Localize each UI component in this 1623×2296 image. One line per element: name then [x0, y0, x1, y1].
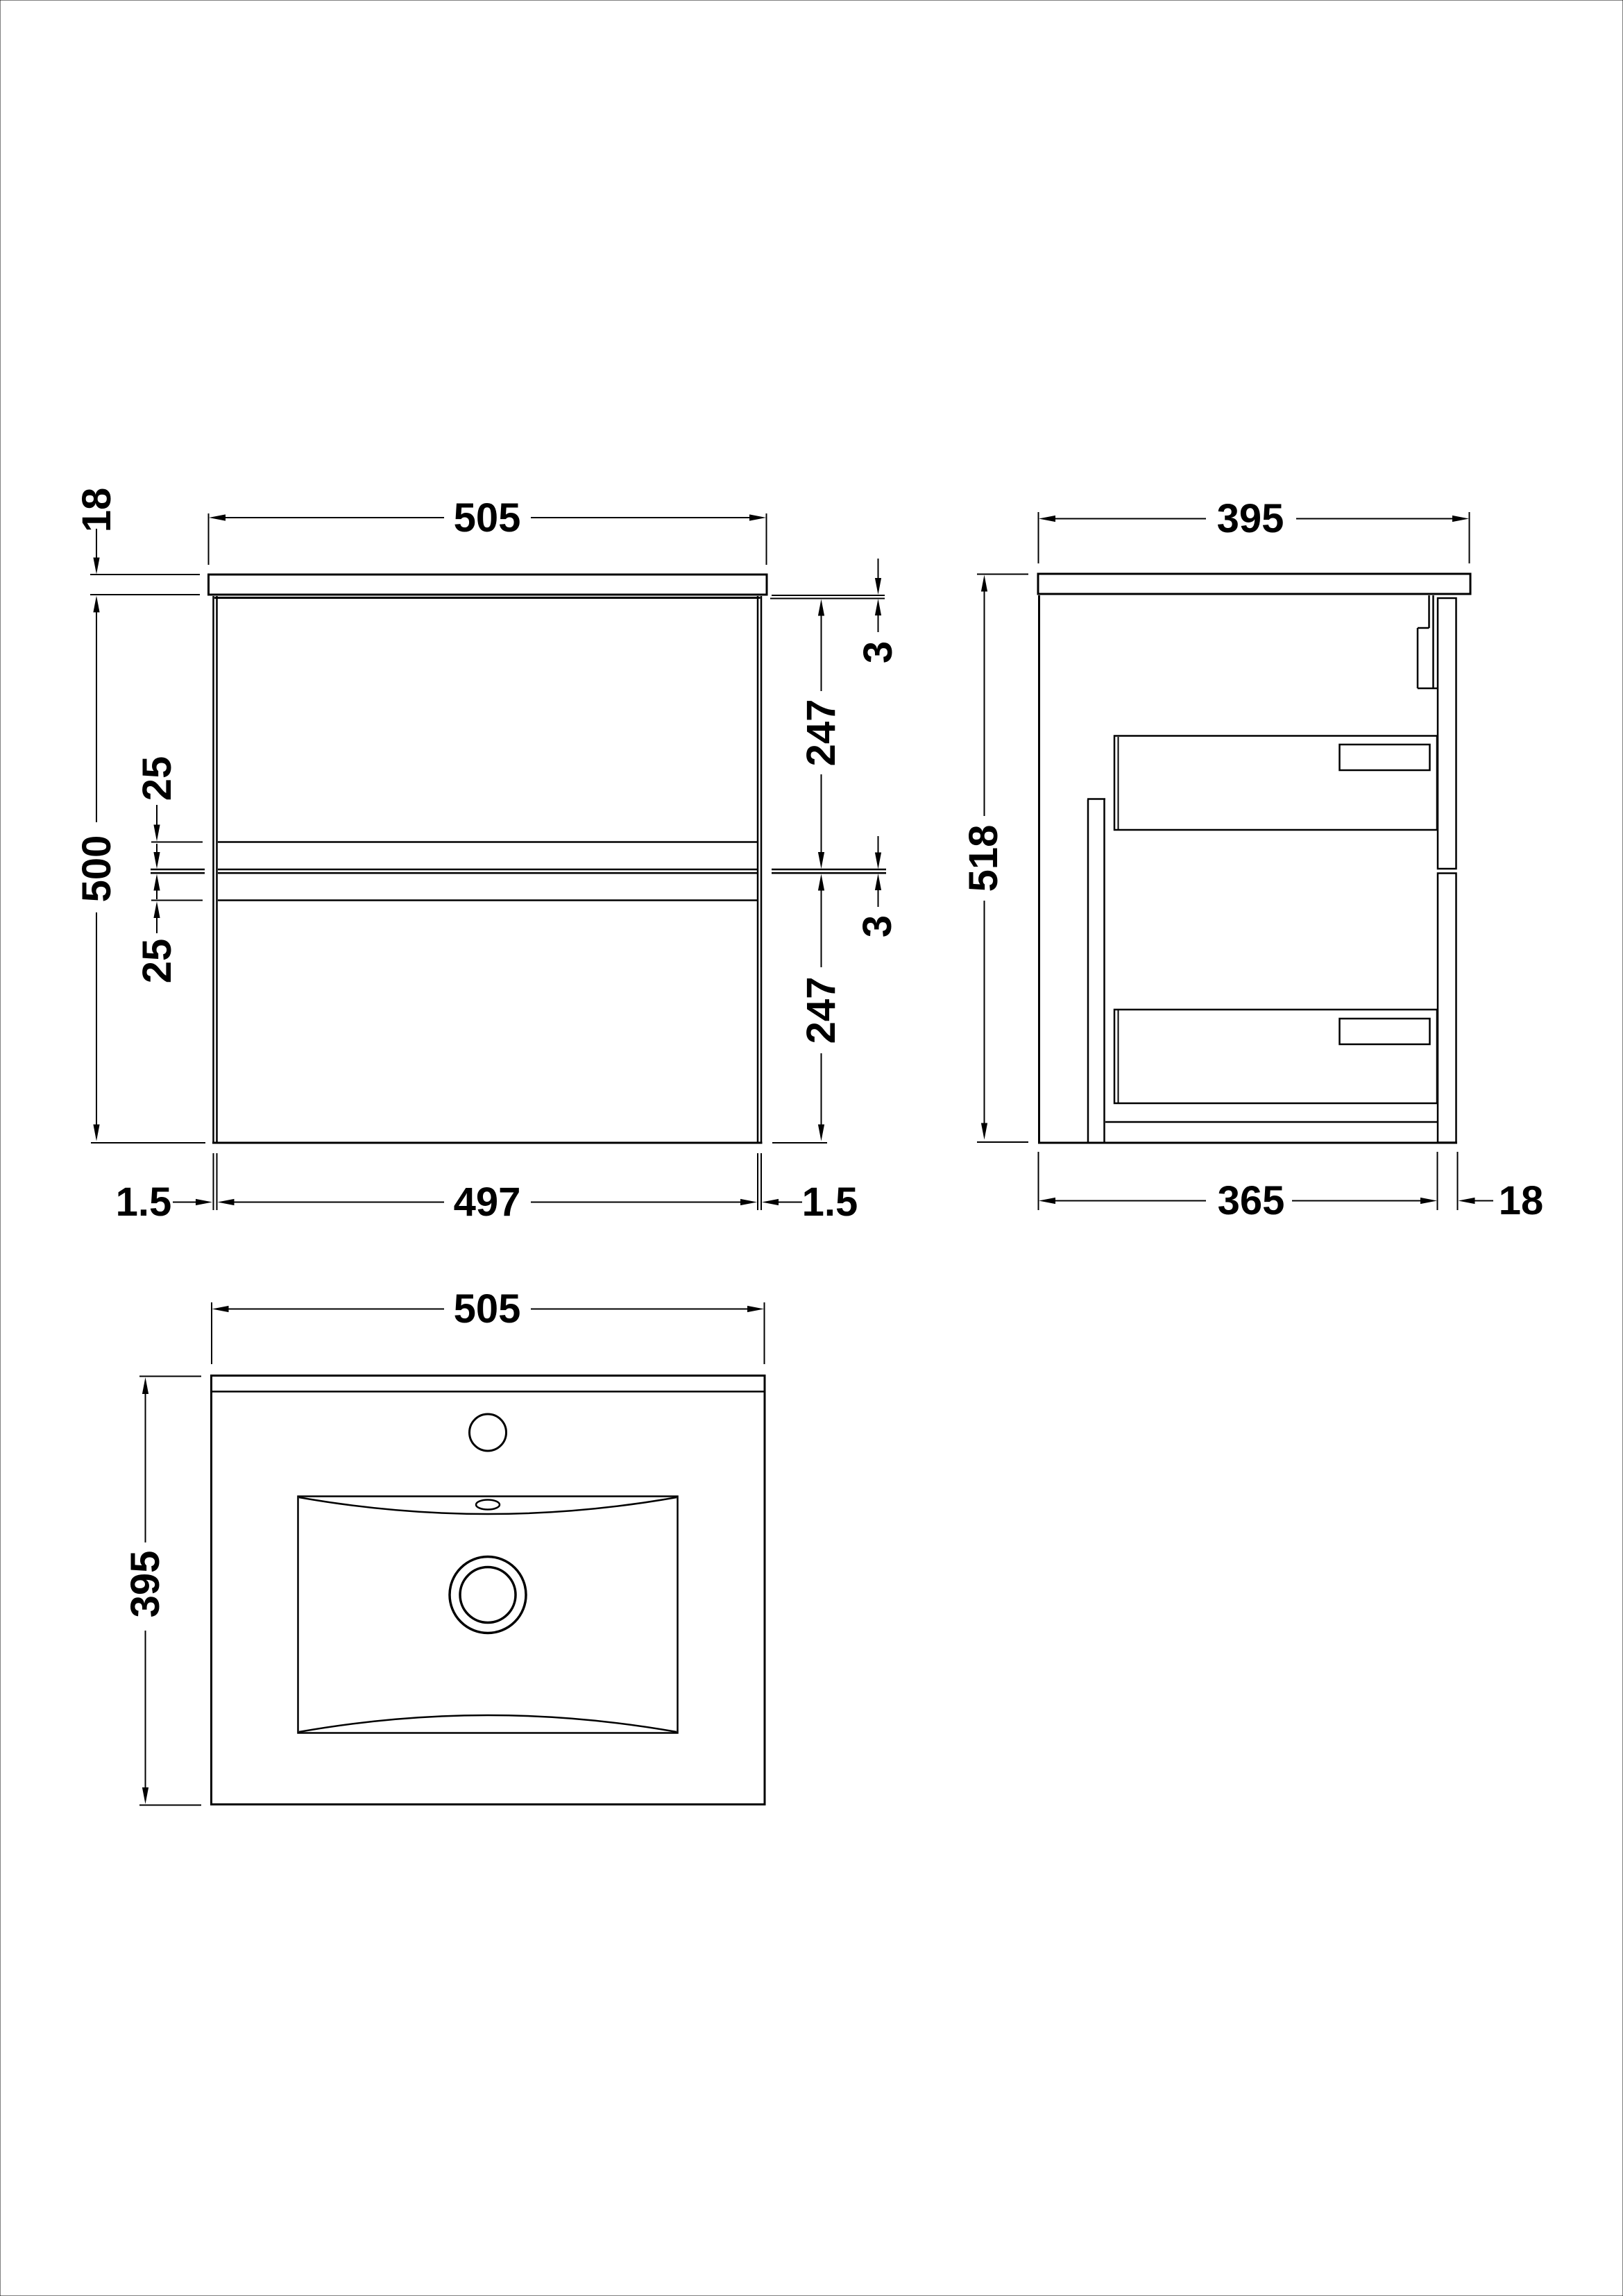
svg-text:247: 247	[799, 699, 844, 767]
svg-text:3: 3	[856, 641, 901, 663]
svg-text:25: 25	[135, 939, 180, 984]
svg-text:518: 518	[961, 825, 1006, 892]
svg-text:395: 395	[1217, 496, 1284, 541]
svg-text:247: 247	[799, 977, 844, 1044]
svg-text:500: 500	[74, 835, 119, 903]
svg-text:18: 18	[74, 488, 119, 533]
svg-text:3: 3	[855, 915, 900, 937]
svg-text:395: 395	[123, 1551, 168, 1618]
svg-text:1.5: 1.5	[116, 1180, 172, 1225]
svg-text:505: 505	[454, 1286, 521, 1332]
svg-text:365: 365	[1218, 1178, 1285, 1223]
svg-text:1.5: 1.5	[802, 1180, 858, 1225]
svg-text:25: 25	[135, 756, 180, 801]
svg-text:18: 18	[1499, 1178, 1544, 1223]
svg-text:497: 497	[454, 1180, 521, 1225]
svg-text:505: 505	[454, 495, 521, 541]
